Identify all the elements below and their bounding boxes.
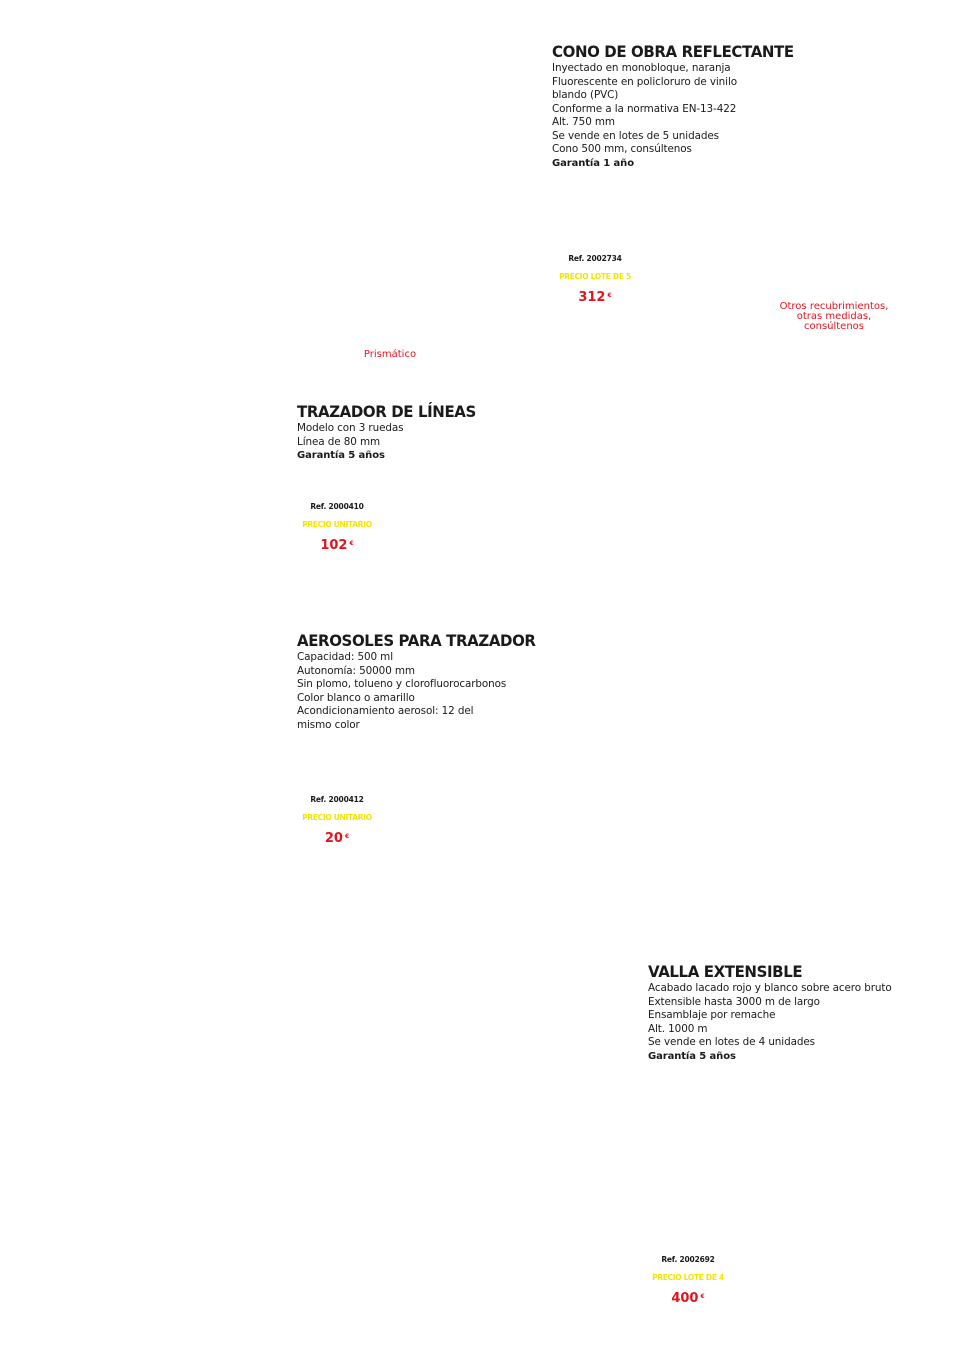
price-label: PRECIO UNITARIO (302, 520, 372, 529)
price-amount: 20 (324, 831, 343, 846)
product-valla: VALLA EXTENSIBLE Acabado lacado rojo y b… (648, 962, 892, 1063)
product-desc-line: Color blanco o amarillo (297, 691, 415, 704)
product-title: VALLA EXTENSIBLE (648, 962, 803, 982)
note-line: otras medidas, (796, 311, 872, 322)
price-value: 400€ (643, 1289, 733, 1307)
note-otros-recubrimientos: Otros recubrimientos, otras medidas, con… (774, 302, 894, 332)
product-cono: CONO DE OBRA REFLECTANTE Inyectado en mo… (552, 42, 794, 170)
product-desc-line: Cono 500 mm, consúltenos (552, 143, 692, 155)
price-block-aerosoles: Ref. 2000412 PRECIO UNITARIO 20€ (292, 795, 382, 847)
price-amount: 400 (671, 1291, 699, 1306)
product-desc-line: blando (PVC) (552, 89, 619, 101)
product-trazador: TRAZADOR DE LÍNEAS Modelo con 3 ruedas L… (297, 402, 476, 463)
price-value: 312€ (550, 288, 640, 306)
price-currency: € (349, 540, 354, 547)
product-title: TRAZADOR DE LÍNEAS (297, 402, 476, 422)
price-block-cono: Ref. 2002734 PRECIO LOTE DE 5 312€ (550, 254, 640, 306)
price-amount: 312 (578, 290, 606, 305)
product-desc-line: Acabado lacado rojo y blanco sobre acero… (648, 982, 892, 994)
price-currency: € (700, 1293, 705, 1300)
product-title: CONO DE OBRA REFLECTANTE (552, 42, 794, 62)
note-line: Otros recubrimientos, (779, 301, 889, 312)
product-desc-line: Inyectado en monobloque, naranja (552, 62, 731, 74)
product-desc-line: Alt. 1000 m (648, 1022, 708, 1035)
price-label: PRECIO LOTE DE 4 (652, 1273, 724, 1282)
product-desc-line: Capacidad: 500 ml (297, 651, 393, 663)
product-ref: Ref. 2002734 (568, 254, 622, 263)
product-desc-line: Modelo con 3 ruedas (297, 422, 404, 434)
price-label: PRECIO UNITARIO (302, 813, 372, 822)
product-desc-line: Alt. 750 mm (552, 116, 615, 128)
product-desc-line: Ensamblaje por remache (648, 1009, 776, 1021)
product-desc-line: mismo color (297, 718, 360, 731)
price-label: PRECIO LOTE DE 5 (559, 272, 631, 281)
product-desc-line: Conforme a la normativa EN-13-422 (552, 102, 737, 115)
product-desc-line: Acondicionamiento aerosol: 12 del (297, 705, 474, 717)
price-block-trazador: Ref. 2000410 PRECIO UNITARIO 102€ (292, 502, 382, 554)
product-desc-line: Línea de 80 mm (297, 435, 380, 448)
product-warranty: Garantía 1 año (552, 157, 634, 169)
price-value: 20€ (292, 829, 382, 847)
product-desc-line: Fluorescente en policloruro de vinilo (552, 75, 737, 88)
note-line: consúltenos (803, 321, 865, 332)
product-warranty: Garantía 5 años (297, 450, 385, 461)
product-title: AEROSOLES PARA TRAZADOR (297, 631, 536, 651)
price-amount: 102 (320, 538, 348, 553)
product-desc-line: Sin plomo, tolueno y clorofluorocarbonos (297, 678, 507, 690)
product-desc-line: Extensible hasta 3000 m de largo (648, 995, 820, 1008)
product-ref: Ref. 2000412 (310, 795, 364, 804)
product-desc-line: Se vende en lotes de 4 unidades (648, 1036, 815, 1048)
product-ref: Ref. 2002692 (661, 1255, 715, 1264)
price-currency: € (607, 292, 612, 299)
product-ref: Ref. 2000410 (310, 502, 364, 511)
product-desc-line: Se vende en lotes de 5 unidades (552, 129, 719, 142)
note-prismatico: Prismático (363, 349, 417, 360)
product-desc-line: Autonomía: 50000 mm (297, 664, 415, 677)
product-aerosoles: AEROSOLES PARA TRAZADOR Capacidad: 500 m… (297, 631, 536, 732)
price-value: 102€ (292, 536, 382, 554)
price-currency: € (344, 833, 350, 840)
price-block-valla: Ref. 2002692 PRECIO LOTE DE 4 400€ (643, 1255, 733, 1307)
product-warranty: Garantía 5 años (648, 1050, 736, 1062)
